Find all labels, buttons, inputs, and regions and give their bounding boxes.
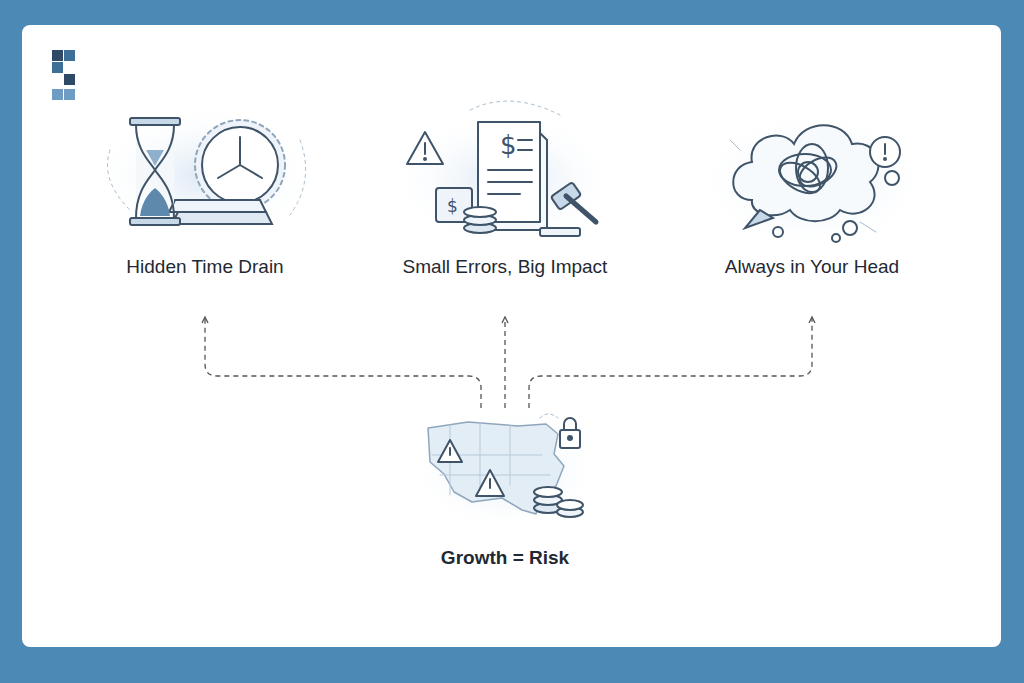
node-caption: Always in Your Head	[725, 255, 899, 279]
svg-text:$: $	[447, 196, 458, 216]
illustrated-node: Small Errors, Big Impact	[380, 105, 630, 317]
node-caption: Small Errors, Big Impact	[403, 255, 608, 279]
dashed-connector	[504, 317, 505, 408]
dashed-connector	[205, 317, 481, 408]
illustrated-node: Growth = Risk	[405, 408, 605, 578]
mind-illustration	[697, 110, 927, 250]
illustrated-node: Always in Your Head	[692, 105, 932, 317]
svg-text:$: $	[500, 130, 517, 160]
illustrated-node: Hidden Time Drain	[85, 105, 325, 317]
node-caption: Hidden Time Drain	[126, 255, 283, 279]
dashed-connector	[529, 317, 812, 408]
errors-illustration: $ $	[390, 101, 620, 250]
logo	[52, 50, 75, 100]
growth-illustration	[410, 408, 600, 532]
time-illustration	[95, 105, 315, 245]
node-caption: Growth = Risk	[441, 546, 569, 570]
